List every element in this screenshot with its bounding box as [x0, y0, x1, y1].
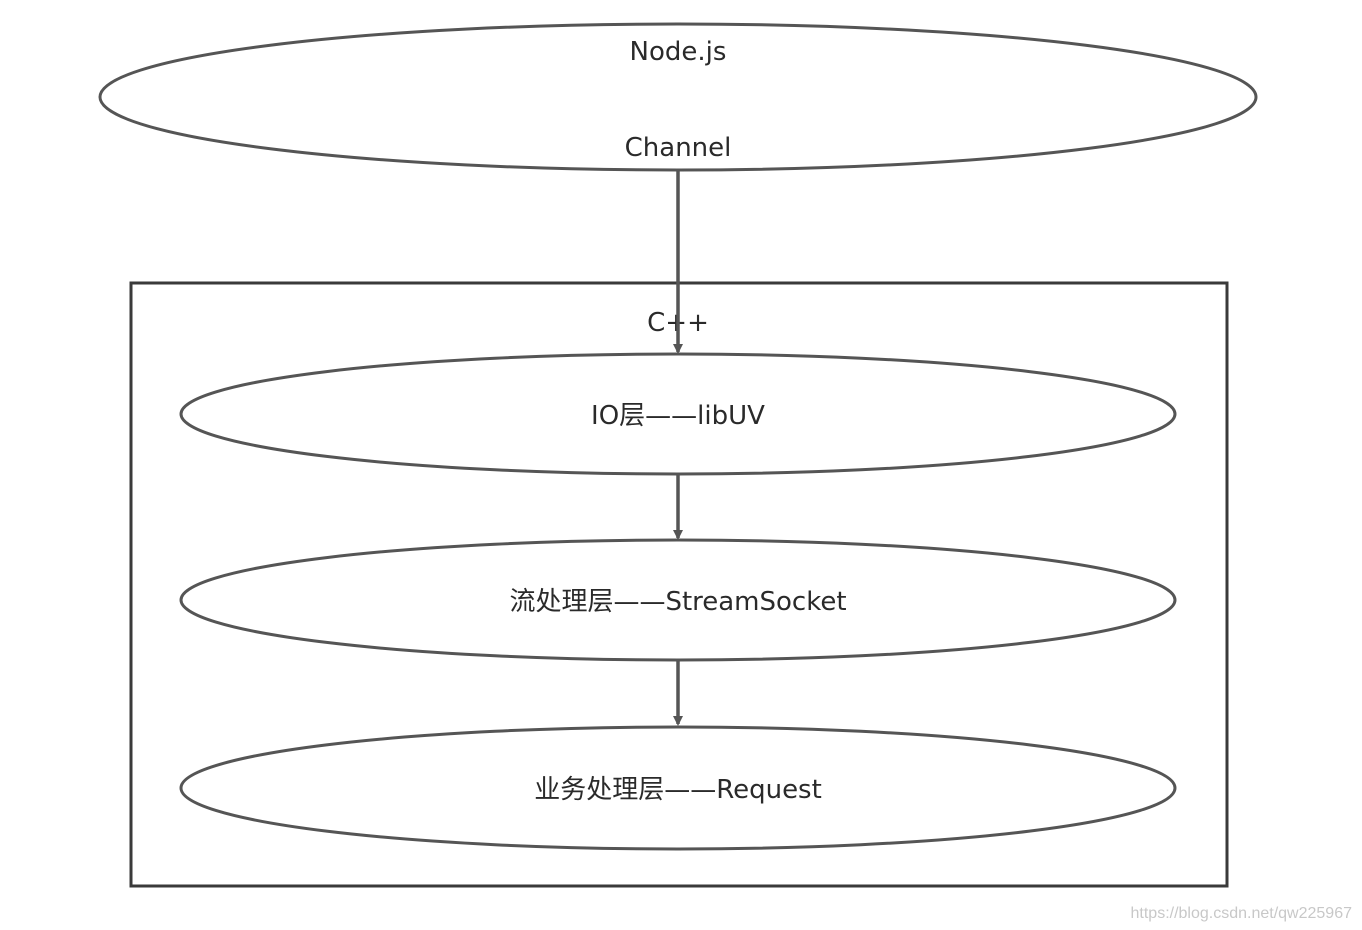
- io-layer-node: IO层——libUV: [179, 352, 1177, 476]
- business-layer-label: 业务处理层——Request: [534, 775, 822, 805]
- business-layer-node: 业务处理层——Request: [179, 725, 1177, 851]
- business-layer-ellipse: [179, 725, 1177, 851]
- io-layer-label: IO层——libUV: [591, 401, 765, 431]
- nodejs-node: Node.js Channel: [98, 22, 1258, 172]
- stream-layer-node: 流处理层——StreamSocket: [179, 538, 1177, 662]
- stream-layer-label: 流处理层——StreamSocket: [509, 587, 846, 617]
- io-layer-ellipse: [179, 352, 1177, 476]
- stream-layer-ellipse: [179, 538, 1177, 662]
- watermark-url: https://blog.csdn.net/qw225967: [1131, 905, 1353, 922]
- nodejs-ellipse: [98, 22, 1258, 172]
- nodejs-title: Node.js: [630, 37, 727, 67]
- nodejs-channel-label: Channel: [625, 133, 732, 163]
